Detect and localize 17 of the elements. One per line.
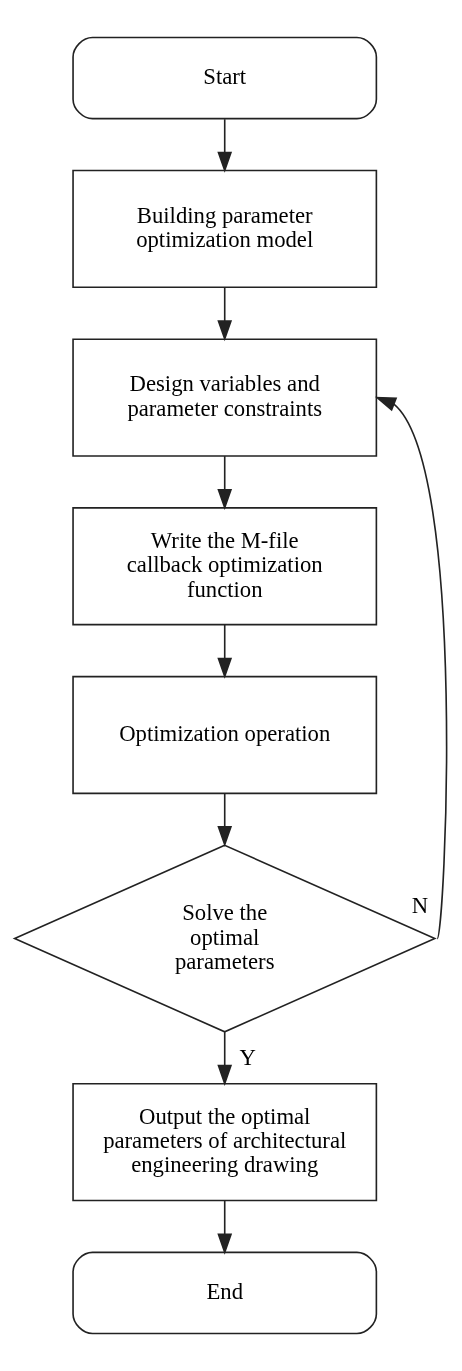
arrow bbox=[217, 1031, 233, 1086]
arrow bbox=[217, 118, 233, 173]
arrow bbox=[217, 455, 233, 511]
arrow bbox=[217, 1200, 233, 1255]
node-box: Output the optimal parameters of architectural engineering drawing bbox=[72, 1082, 378, 1202]
node-box: Building parameter optimization model bbox=[72, 169, 378, 289]
arrow bbox=[217, 792, 233, 848]
edge-label: Y bbox=[239, 1045, 256, 1071]
node-box: Design variables and parameter constraints bbox=[72, 338, 378, 457]
arrow bbox=[374, 396, 448, 940]
arrow bbox=[217, 286, 233, 342]
node-box: Start bbox=[72, 36, 378, 120]
edge-label: N bbox=[411, 893, 429, 919]
node-box: End bbox=[72, 1251, 378, 1335]
node-box: Write the M-file callback optimization function bbox=[72, 507, 378, 626]
node-box: Optimization operation bbox=[72, 675, 378, 795]
arrow bbox=[217, 624, 233, 679]
